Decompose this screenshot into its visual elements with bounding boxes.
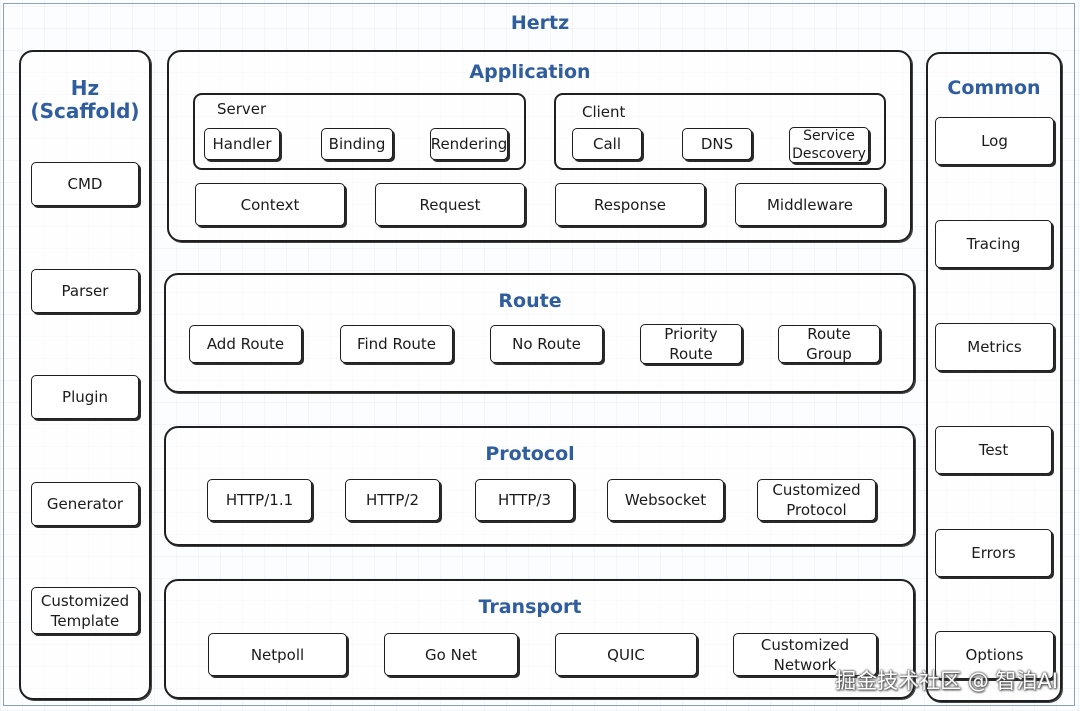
route-item-find-route: Find Route [340, 325, 453, 363]
scaffold-item-customized-template: Customized Template [31, 587, 139, 634]
protocol-item-websocket: Websocket [607, 479, 724, 521]
application-title: Application [469, 61, 591, 83]
common-item-metrics: Metrics [935, 323, 1054, 371]
server-item-handler: Handler [204, 128, 280, 160]
common-item-errors: Errors [935, 529, 1052, 577]
common-item-options: Options [935, 631, 1054, 679]
protocol-title: Protocol [485, 443, 575, 465]
transport-item-go-net: Go Net [384, 633, 518, 676]
diagram-title: Hertz [510, 12, 570, 34]
route-item-priority-route: Priority Route [640, 324, 742, 364]
client-item-service-descovery: Service Descovery [789, 127, 869, 163]
server-group [193, 93, 526, 170]
server-item-binding: Binding [321, 128, 393, 160]
client-label: Client [582, 103, 626, 121]
route-item-add-route: Add Route [189, 325, 302, 363]
scaffold-item-cmd: CMD [31, 162, 139, 206]
diagram-frame [3, 3, 1075, 706]
server-item-rendering: Rendering [430, 128, 508, 160]
application-item-context: Context [195, 183, 345, 226]
scaffold-item-plugin: Plugin [31, 375, 139, 419]
common-item-log: Log [935, 117, 1054, 165]
protocol-item-http3: HTTP/3 [475, 479, 574, 521]
common-item-tracing: Tracing [935, 220, 1052, 268]
route-title: Route [498, 290, 562, 312]
scaffold-item-parser: Parser [31, 269, 139, 313]
route-item-route-group: Route Group [778, 325, 880, 363]
client-item-dns: DNS [682, 128, 752, 160]
common-title: Common [947, 77, 1041, 99]
route-item-no-route: No Route [490, 325, 603, 363]
common-item-test: Test [935, 426, 1052, 474]
application-item-request: Request [375, 183, 525, 226]
protocol-item-customized-protocol: Customized Protocol [757, 479, 876, 521]
client-item-call: Call [572, 128, 642, 160]
transport-item-customized-network: Customized Network [733, 633, 877, 676]
transport-item-netpoll: Netpoll [208, 633, 347, 676]
watermark: 掘金技术社区 @ 智泊AI [835, 669, 1058, 693]
client-group [554, 93, 886, 170]
scaffold-title: Hz (Scaffold) [30, 76, 140, 123]
server-label: Server [217, 100, 267, 118]
application-item-response: Response [555, 183, 705, 226]
scaffold-item-generator: Generator [31, 482, 139, 526]
transport-item-quic: QUIC [555, 633, 697, 676]
protocol-item-http11: HTTP/1.1 [207, 479, 312, 521]
transport-title: Transport [478, 596, 582, 618]
application-item-middleware: Middleware [735, 183, 885, 226]
protocol-item-http2: HTTP/2 [345, 479, 440, 521]
